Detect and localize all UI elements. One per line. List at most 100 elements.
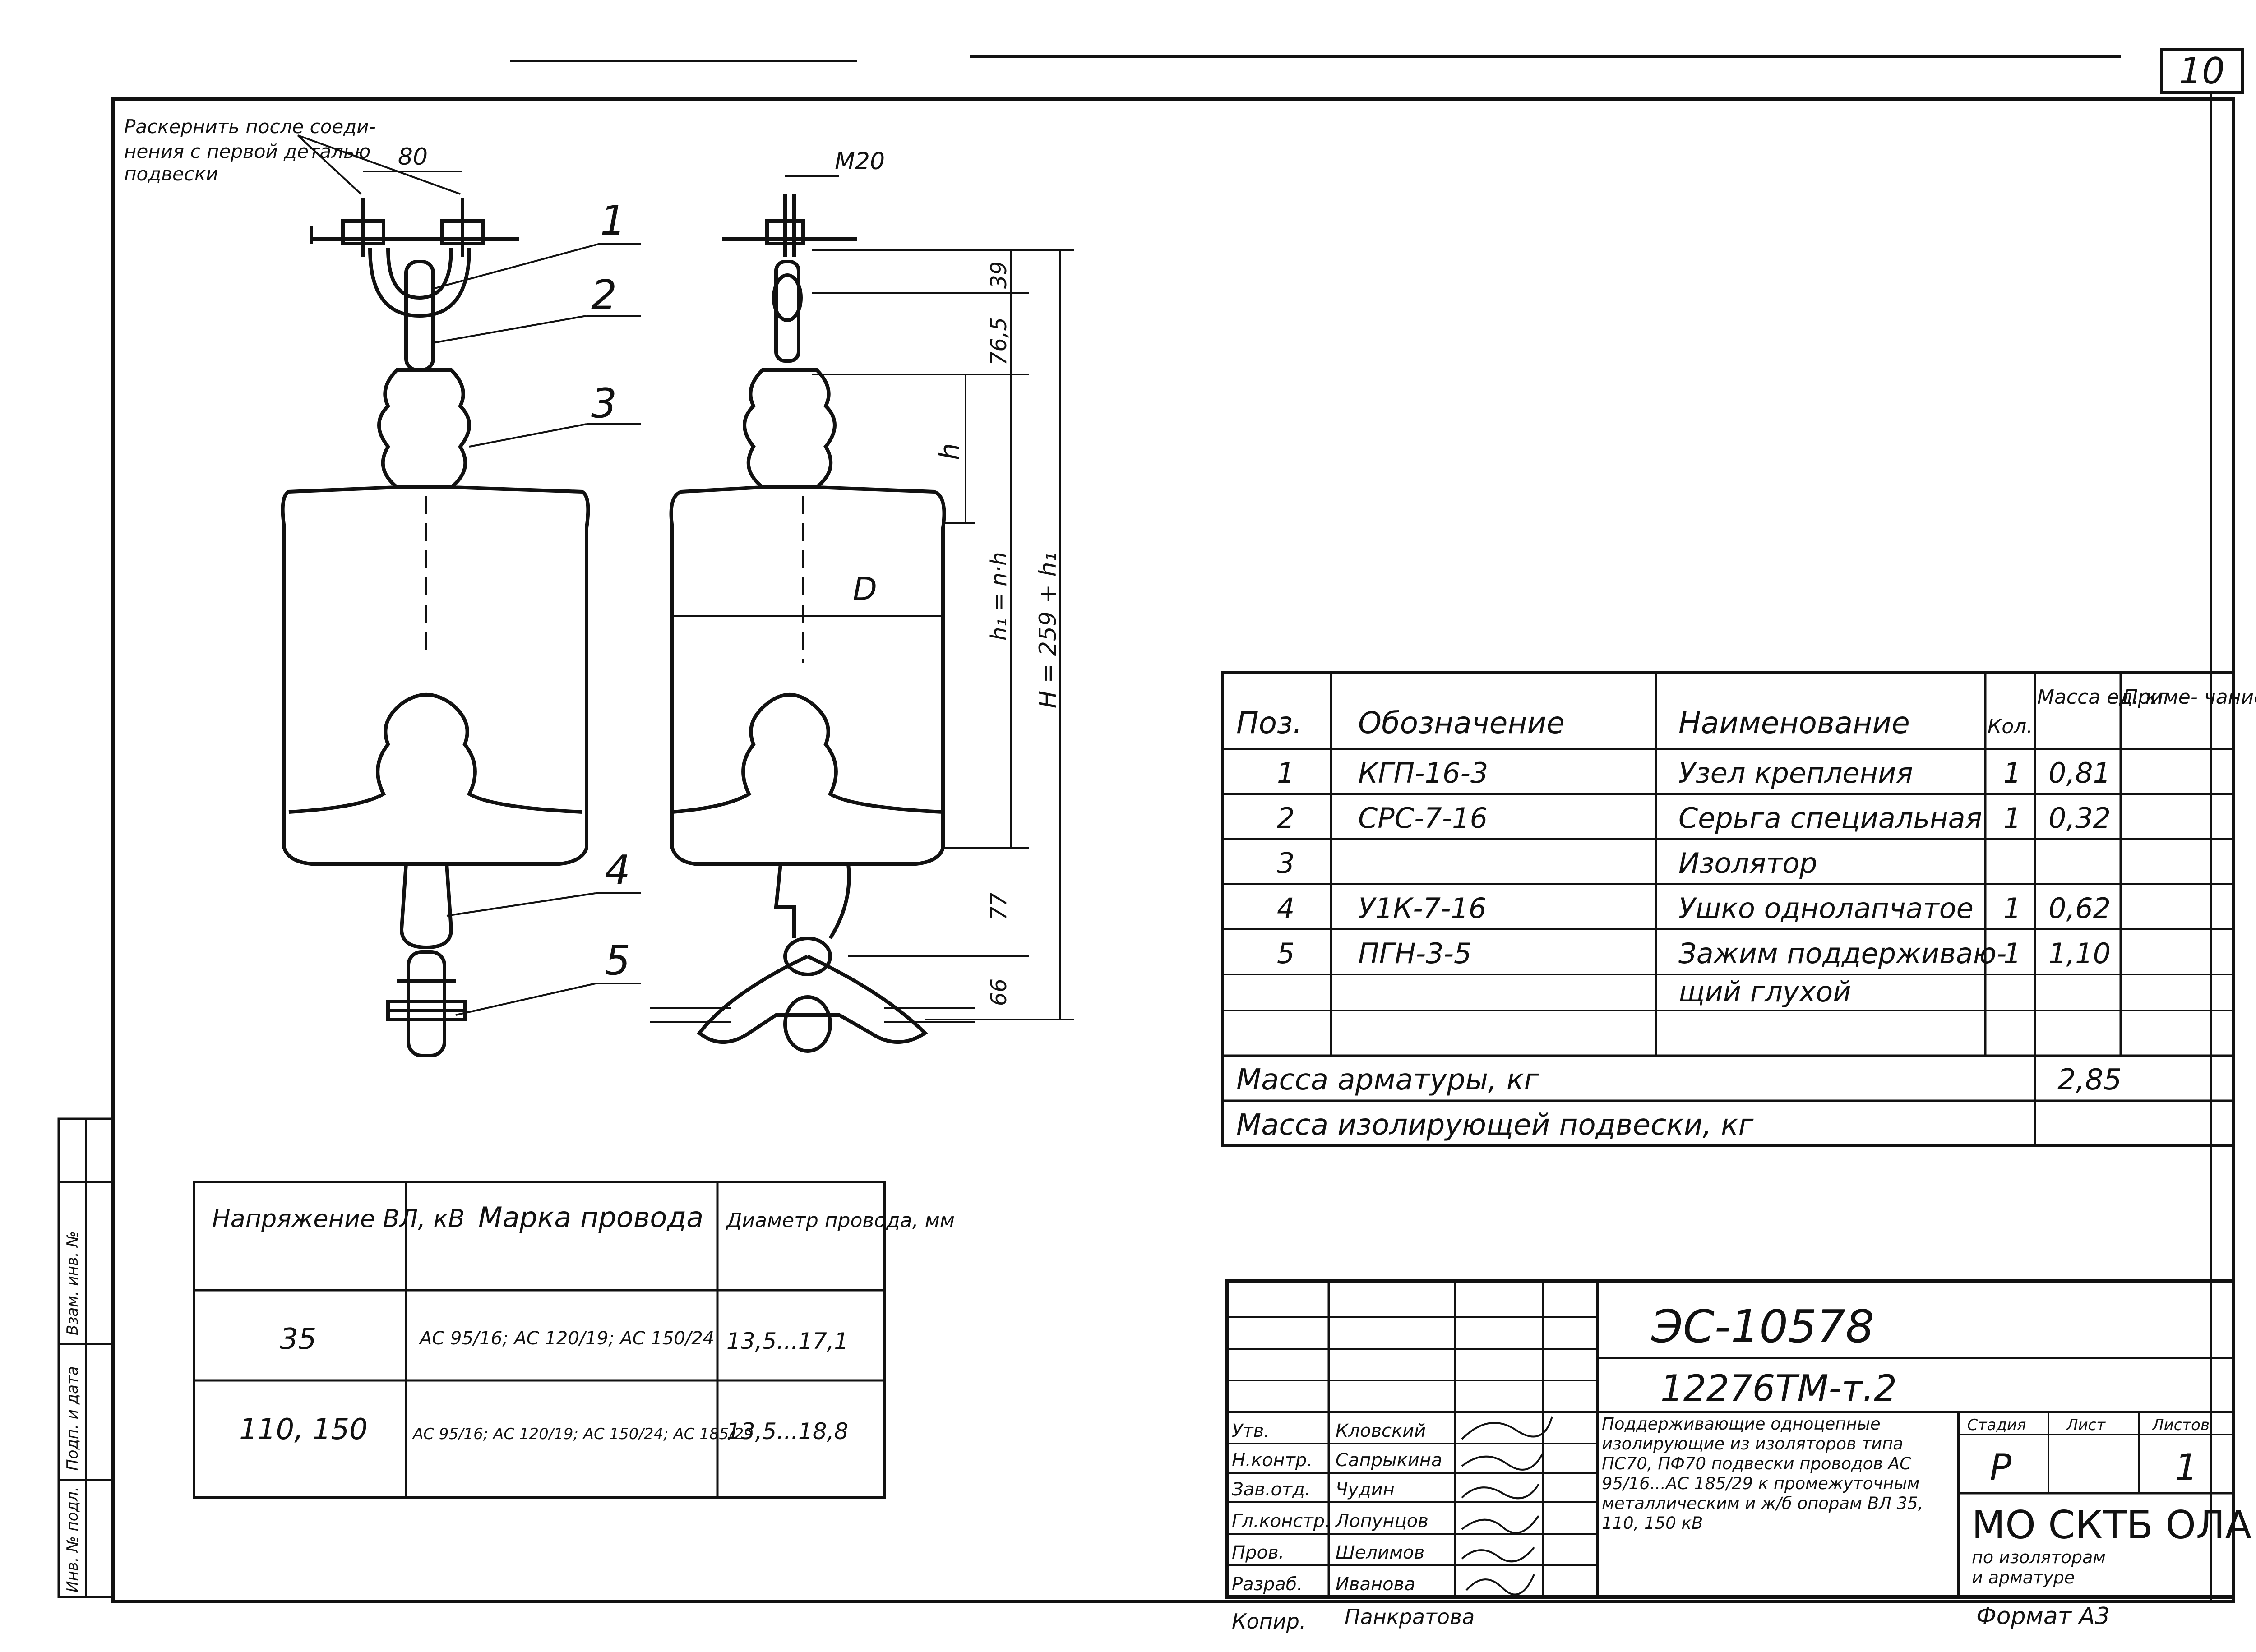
voltage-row-voltage: 35 <box>280 1323 316 1356</box>
dim-77: 77 <box>986 892 1012 920</box>
mass-suspension-label: Масса изолирующей подвески, кг <box>1236 1108 1754 1142</box>
parts-row-pos: 3 <box>1277 847 1294 880</box>
assembly-note-line3: подвески <box>124 163 218 185</box>
callout-2: 2 <box>433 272 641 344</box>
doc-number: 12276ТМ-т.2 <box>1660 1367 1897 1409</box>
doc-code: ЭС-10578 <box>1651 1300 1874 1353</box>
sheets-value: 1 <box>2175 1446 2198 1488</box>
signature-role: Пров. <box>1232 1542 1284 1563</box>
strip-label-replace: Взам. инв. № <box>64 1231 82 1335</box>
signature-name: Шелимов <box>1336 1542 1424 1563</box>
voltage-row-wire: АС 95/16; АС 120/19; АС 150/24; АС 185/2… <box>412 1425 754 1443</box>
svg-text:80: 80 <box>398 143 428 171</box>
parts-row-pos: 4 <box>1277 892 1294 925</box>
strip-label-inv: Инв. № подл. <box>64 1486 82 1592</box>
parts-table: Поз. Обозначение Наименование Кол. Масса… <box>1221 671 2256 1147</box>
dim-H: H = 259 + h₁ <box>1035 553 1062 708</box>
dim-76-5: 76,5 <box>986 317 1012 365</box>
callout-5: 5 <box>455 937 641 1016</box>
dim-h: h <box>934 443 966 460</box>
parts-header-name: Наименование <box>1678 706 1910 740</box>
dim-80: 80 <box>363 143 462 172</box>
callout-4: 4 <box>446 847 641 917</box>
dim-m20: М20 <box>785 148 885 177</box>
copied-label: Копир. <box>1232 1609 1306 1634</box>
parts-row-mass: 0,81 <box>2048 757 2111 789</box>
voltage-row-wire: АС 95/16; АС 120/19; АС 150/24 <box>418 1328 714 1349</box>
dim-66: 66 <box>986 978 1012 1006</box>
parts-row-qty: 1 <box>2003 937 2021 970</box>
signature-role: Разраб. <box>1232 1574 1303 1595</box>
stage-label: Стадия <box>1967 1416 2026 1434</box>
parts-row-pos: 2 <box>1277 802 1294 835</box>
voltage-wire-table: Напряжение ВЛ, кВ Марка провода Диаметр … <box>193 1181 955 1499</box>
signature-name: Чудин <box>1336 1479 1395 1500</box>
dim-h1: h₁ = n·h <box>986 552 1012 641</box>
parts-row-qty: 1 <box>2003 757 2021 789</box>
voltage-row-diameter: 13,5...17,1 <box>726 1328 848 1354</box>
parts-header-pos: Поз. <box>1236 706 1302 740</box>
insulator-side-view <box>650 194 975 1053</box>
assembly-note-line1: Раскернить после соеди- <box>124 115 376 138</box>
insulator-front-view <box>281 198 590 1057</box>
parts-row-designation: ПГН-3-5 <box>1358 937 1471 970</box>
page-number: 10 <box>2179 50 2225 92</box>
parts-row-name: Зажим поддерживаю- <box>1678 937 2006 970</box>
callout-3: 3 <box>469 380 641 448</box>
copied-name: Панкратова <box>1345 1605 1475 1629</box>
signature-name: Иванова <box>1336 1574 1415 1595</box>
signature-role: Гл.констр. <box>1232 1511 1331 1532</box>
signature-role: Утв. <box>1232 1421 1270 1441</box>
callout-1: 1 <box>433 197 641 290</box>
assembly-note-line2: нения с первой деталью <box>124 140 370 162</box>
parts-row-name: Серьга специальная <box>1678 802 1982 835</box>
stage-value: Р <box>1990 1446 2012 1488</box>
svg-text:5: 5 <box>605 937 630 984</box>
title-block: ЭС-10578 12276ТМ-т.2 Поддерживающие одно… <box>1225 1279 2252 1599</box>
parts-row-qty: 1 <box>2003 892 2021 925</box>
signature-name: Сапрыкина <box>1336 1450 1442 1471</box>
voltage-row-voltage: 110, 150 <box>239 1413 368 1446</box>
parts-row-qty: 1 <box>2003 802 2021 835</box>
signature-role: Н.контр. <box>1232 1450 1313 1471</box>
dim-39: 39 <box>986 261 1012 289</box>
parts-row-mass: 0,32 <box>2048 802 2111 835</box>
parts-row-name: щий глухой <box>1678 975 1851 1008</box>
parts-header-note: Приме- чание <box>2123 686 2256 709</box>
svg-text:М20: М20 <box>835 148 885 175</box>
mass-fittings-value: 2,85 <box>2057 1063 2122 1097</box>
left-binding-strip: Инв. № подл. Подп. и дата Взам. инв. № <box>57 1117 114 1598</box>
parts-row-pos: 5 <box>1277 937 1294 970</box>
mass-fittings-label: Масса арматуры, кг <box>1236 1063 1539 1097</box>
svg-text:3: 3 <box>591 380 617 427</box>
voltage-header-diameter: Диаметр провода, мм <box>726 1209 955 1232</box>
signature-name: Лопунцов <box>1335 1511 1428 1532</box>
signature-role: Зав.отд. <box>1232 1479 1311 1500</box>
parts-row-name: Узел крепления <box>1678 757 1913 789</box>
parts-row-mass: 1,10 <box>2048 937 2111 970</box>
voltage-header-wire: Марка провода <box>478 1201 703 1234</box>
parts-row-mass: 0,62 <box>2048 892 2111 925</box>
voltage-header-voltage: Напряжение ВЛ, кВ <box>212 1204 465 1233</box>
svg-text:2: 2 <box>591 272 617 319</box>
parts-header-designation: Обозначение <box>1358 706 1565 740</box>
svg-text:4: 4 <box>605 847 630 894</box>
parts-row-name: Изолятор <box>1678 847 1817 880</box>
signature-name: Кловский <box>1336 1421 1426 1441</box>
parts-header-qty: Кол. <box>1988 715 2033 738</box>
voltage-row-diameter: 13,5...18,8 <box>726 1418 848 1444</box>
format-label: Формат А3 <box>1976 1603 2110 1630</box>
parts-row-designation: КГП-16-3 <box>1358 757 1488 789</box>
sheets-label: Листов <box>2151 1416 2210 1434</box>
sheet-label: Лист <box>2066 1416 2106 1434</box>
org-name: МО СКТБ ОЛА <box>1972 1503 2252 1548</box>
dim-D: D <box>853 571 877 608</box>
org-line3: и арматуре <box>1972 1568 2075 1587</box>
strip-label-sign: Подп. и дата <box>64 1366 82 1471</box>
parts-row-designation: СРС-7-16 <box>1358 802 1488 835</box>
org-line2: по изоляторам <box>1972 1547 2106 1567</box>
parts-header-mass: Масса ед. кг <box>2037 686 2168 709</box>
parts-row-name: Ушко однолапчатое <box>1678 892 1974 925</box>
parts-row-pos: 1 <box>1277 757 1294 789</box>
